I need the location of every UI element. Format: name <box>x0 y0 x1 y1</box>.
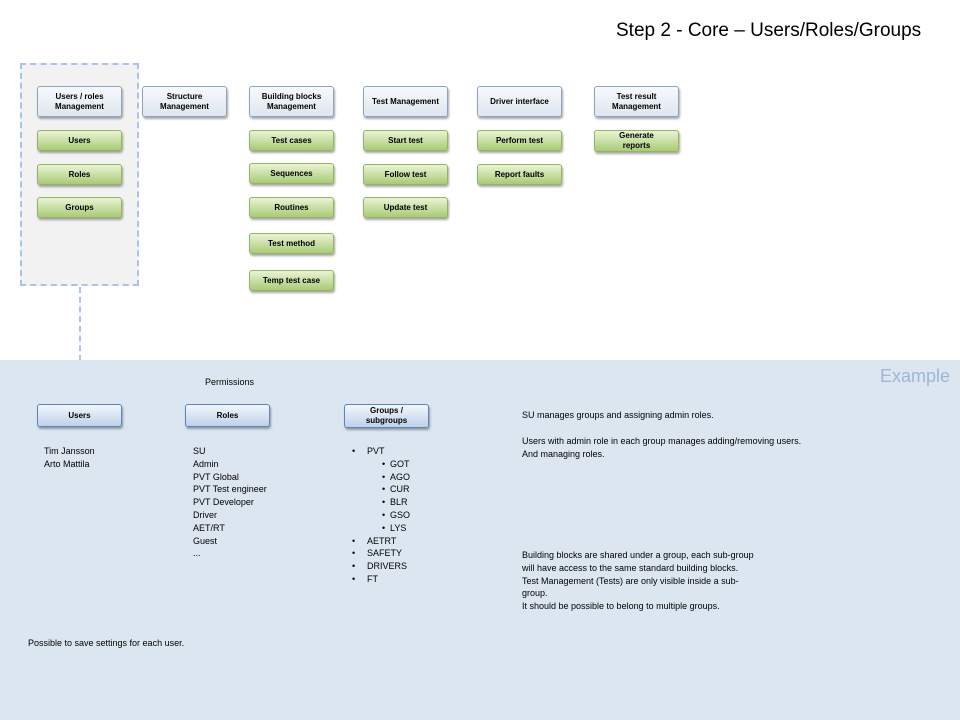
note-building-blocks-line: group. <box>522 588 548 599</box>
group-item: FT <box>352 573 410 586</box>
note-building-blocks-line: will have access to the same standard bu… <box>522 562 739 573</box>
page-title: Step 2 - Core – Users/Roles/Groups <box>616 20 922 41</box>
role-item: Guest <box>193 535 218 546</box>
example-roles-box[interactable]: Roles <box>185 404 270 427</box>
group-item: AETRT <box>352 535 410 548</box>
generate-reports-box[interactable]: Generate reports <box>594 130 679 152</box>
role-item: AET/RT <box>193 522 225 533</box>
subgroup-item: BLR <box>352 496 410 509</box>
building-blocks-management-box[interactable]: Building blocks Management <box>249 86 334 117</box>
note-building-blocks-line: Building blocks are shared under a group… <box>522 550 754 560</box>
note-building-blocks-line: It should be possible to belong to multi… <box>522 601 720 612</box>
role-item: PVT Developer <box>193 497 254 508</box>
example-label: Example <box>879 366 950 386</box>
routines-box[interactable]: Routines <box>249 197 334 218</box>
user-item: Arto Mattila <box>44 458 90 469</box>
note-settings: Possible to save settings for each user. <box>28 638 185 648</box>
follow-test-box[interactable]: Follow test <box>363 164 448 185</box>
role-item: SU <box>193 446 206 456</box>
example-users-box[interactable]: Users <box>37 404 122 427</box>
report-faults-box[interactable]: Report faults <box>477 164 562 185</box>
example-groups-box[interactable]: Groups / subgroups <box>344 404 429 428</box>
groups-box[interactable]: Groups <box>37 197 122 218</box>
groups-list: PVT GOT AGO CUR BLR GSO LYS AETRT SAFETY… <box>352 445 410 586</box>
subgroup-item: CUR <box>352 483 410 496</box>
roles-box[interactable]: Roles <box>37 164 122 185</box>
role-item: PVT Test engineer <box>193 484 267 495</box>
sequences-box[interactable]: Sequences <box>249 163 334 184</box>
group-item: SAFETY <box>352 547 410 560</box>
subgroup-item: GOT <box>352 458 410 471</box>
group-item: PVT <box>352 445 410 458</box>
subgroup-item: GSO <box>352 509 410 522</box>
note-admin: Users with admin role in each group mana… <box>522 436 802 459</box>
subgroup-item: AGO <box>352 471 410 484</box>
test-result-management-box[interactable]: Test result Management <box>594 86 679 117</box>
note-su: SU manages groups and assigning admin ro… <box>522 410 714 420</box>
role-item: PVT Global <box>193 471 239 482</box>
test-cases-box[interactable]: Test cases <box>249 130 334 151</box>
temp-test-case-box[interactable]: Temp test case <box>249 270 334 291</box>
update-test-box[interactable]: Update test <box>363 197 448 218</box>
structure-management-box[interactable]: Structure Management <box>142 86 227 117</box>
note-building-blocks: Building blocks are shared under a group… <box>522 549 754 613</box>
subgroup-item: LYS <box>352 522 410 535</box>
role-item: Driver <box>193 509 217 520</box>
test-management-box[interactable]: Test Management <box>363 86 448 117</box>
start-test-box[interactable]: Start test <box>363 130 448 151</box>
driver-interface-box[interactable]: Driver interface <box>477 86 562 117</box>
role-item: Admin <box>193 458 219 469</box>
example-panel: Example Permissions Users Roles Groups /… <box>0 360 960 720</box>
permissions-label: Permissions <box>205 377 255 387</box>
user-item: Tim Jansson <box>44 446 95 456</box>
test-method-box[interactable]: Test method <box>249 233 334 254</box>
group-item: DRIVERS <box>352 560 410 573</box>
roles-list: SU Admin PVT Global PVT Test engineer PV… <box>193 445 267 560</box>
dashed-connector-line <box>79 287 81 361</box>
users-list: Tim Jansson Arto Mattila <box>44 445 95 471</box>
role-item: ... <box>193 548 201 559</box>
note-building-blocks-line: Test Management (Tests) are only visible… <box>522 575 739 586</box>
perform-test-box[interactable]: Perform test <box>477 130 562 151</box>
users-box[interactable]: Users <box>37 130 122 151</box>
users-roles-management-box[interactable]: Users / roles Management <box>37 86 122 117</box>
